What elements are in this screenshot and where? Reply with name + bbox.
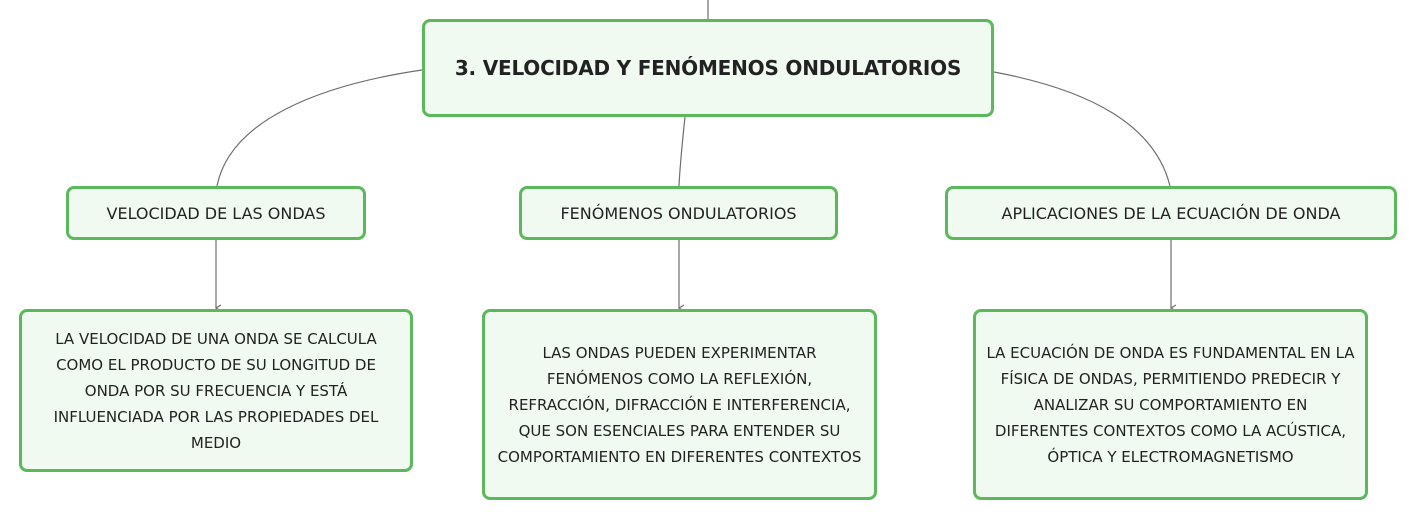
detail-node-fenomenos[interactable]: LAS ONDAS PUEDEN EXPERIMENTAR FENÓMENOS …: [482, 309, 877, 500]
connector-root-to-topic-1: [216, 69, 423, 187]
connector-root-to-topic-3: [993, 71, 1171, 187]
topic-node-velocidad[interactable]: VELOCIDAD DE LAS ONDAS: [66, 186, 366, 240]
topic-node-label: FENÓMENOS ONDULATORIOS: [560, 203, 797, 223]
detail-node-aplicaciones[interactable]: LA ECUACIÓN DE ONDA ES FUNDAMENTAL EN LA…: [973, 309, 1368, 500]
connector-root-to-topic-2: [678, 116, 686, 187]
detail-node-text: LA VELOCIDAD DE UNA ONDA SE CALCULA COMO…: [53, 329, 379, 452]
topic-node-label: APLICACIONES DE LA ECUACIÓN DE ONDA: [1001, 203, 1341, 223]
topic-node-fenomenos[interactable]: FENÓMENOS ONDULATORIOS: [519, 186, 838, 240]
detail-node-velocidad[interactable]: LA VELOCIDAD DE UNA ONDA SE CALCULA COMO…: [19, 309, 413, 472]
root-node[interactable]: 3. VELOCIDAD Y FENÓMENOS ONDULATORIOS: [422, 19, 994, 117]
topic-node-aplicaciones[interactable]: APLICACIONES DE LA ECUACIÓN DE ONDA: [945, 186, 1397, 240]
root-node-label: 3. VELOCIDAD Y FENÓMENOS ONDULATORIOS: [454, 56, 962, 80]
detail-node-text: LA ECUACIÓN DE ONDA ES FUNDAMENTAL EN LA…: [986, 343, 1355, 466]
detail-node-text: LAS ONDAS PUEDEN EXPERIMENTAR FENÓMENOS …: [497, 343, 862, 466]
topic-node-label: VELOCIDAD DE LAS ONDAS: [106, 203, 326, 223]
